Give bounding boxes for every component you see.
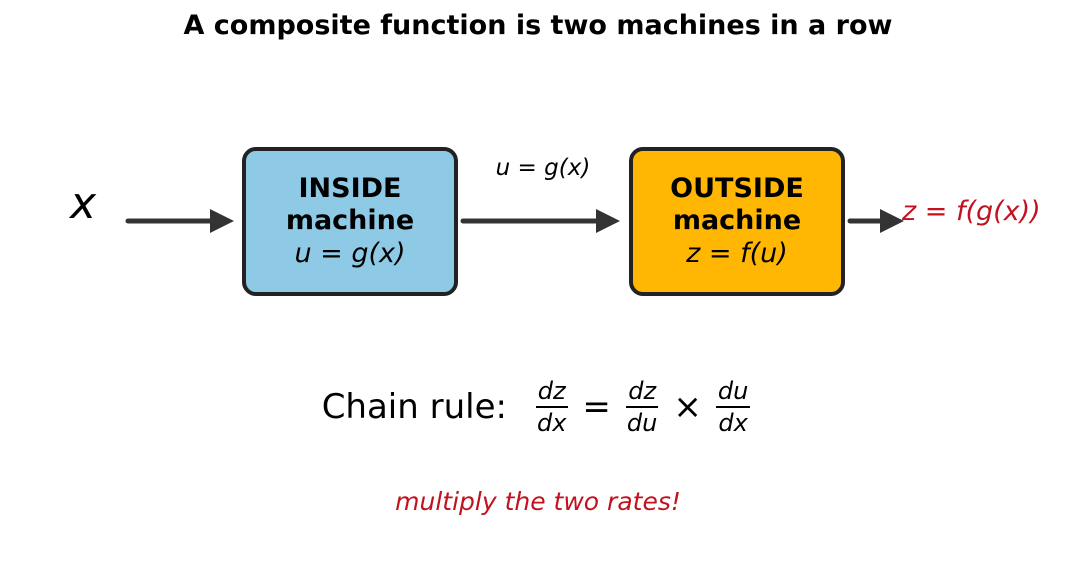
inside-machine-box: INSIDE machine u = g(x) — [242, 147, 458, 296]
output-label: z = f(g(x)) — [902, 196, 1041, 227]
arrow-input-to-inside — [125, 209, 234, 233]
inside-machine-name-line2: machine — [285, 204, 415, 236]
arrow-inside-to-outside — [460, 209, 620, 233]
outside-machine-name-line1: OUTSIDE — [670, 172, 804, 204]
outside-machine-name-line2: machine — [672, 204, 802, 236]
outside-machine-formula: z = f(u) — [686, 237, 788, 269]
fraction-denominator: dx — [536, 409, 567, 437]
equals-sign: = — [582, 387, 611, 427]
inside-machine-name-line1: INSIDE — [298, 172, 402, 204]
multiply-note: multiply the two rates! — [395, 487, 681, 516]
diagram-title: A composite function is two machines in … — [183, 10, 893, 41]
fraction-dz-du: dz du — [625, 378, 659, 436]
arrow-outside-to-output — [847, 209, 904, 233]
fraction-numerator: du — [715, 378, 751, 408]
fraction-numerator: dz — [535, 378, 568, 408]
fraction-numerator: dz — [626, 378, 659, 408]
fraction-dz-dx: dz dx — [535, 378, 568, 436]
fraction-denominator: du — [626, 409, 658, 437]
inside-machine-formula: u = g(x) — [294, 237, 406, 269]
outside-machine-box: OUTSIDE machine z = f(u) — [629, 147, 845, 296]
times-sign: × — [673, 387, 702, 427]
fraction-denominator: dx — [718, 409, 748, 437]
chain-rule-prefix: Chain rule: — [321, 387, 507, 427]
intermediate-label: u = g(x) — [495, 155, 591, 181]
chain-rule-equation: Chain rule: dz dx = dz du × du dx — [0, 378, 1076, 436]
fraction-du-dx: du dx — [715, 378, 751, 437]
input-label: x — [70, 178, 97, 229]
